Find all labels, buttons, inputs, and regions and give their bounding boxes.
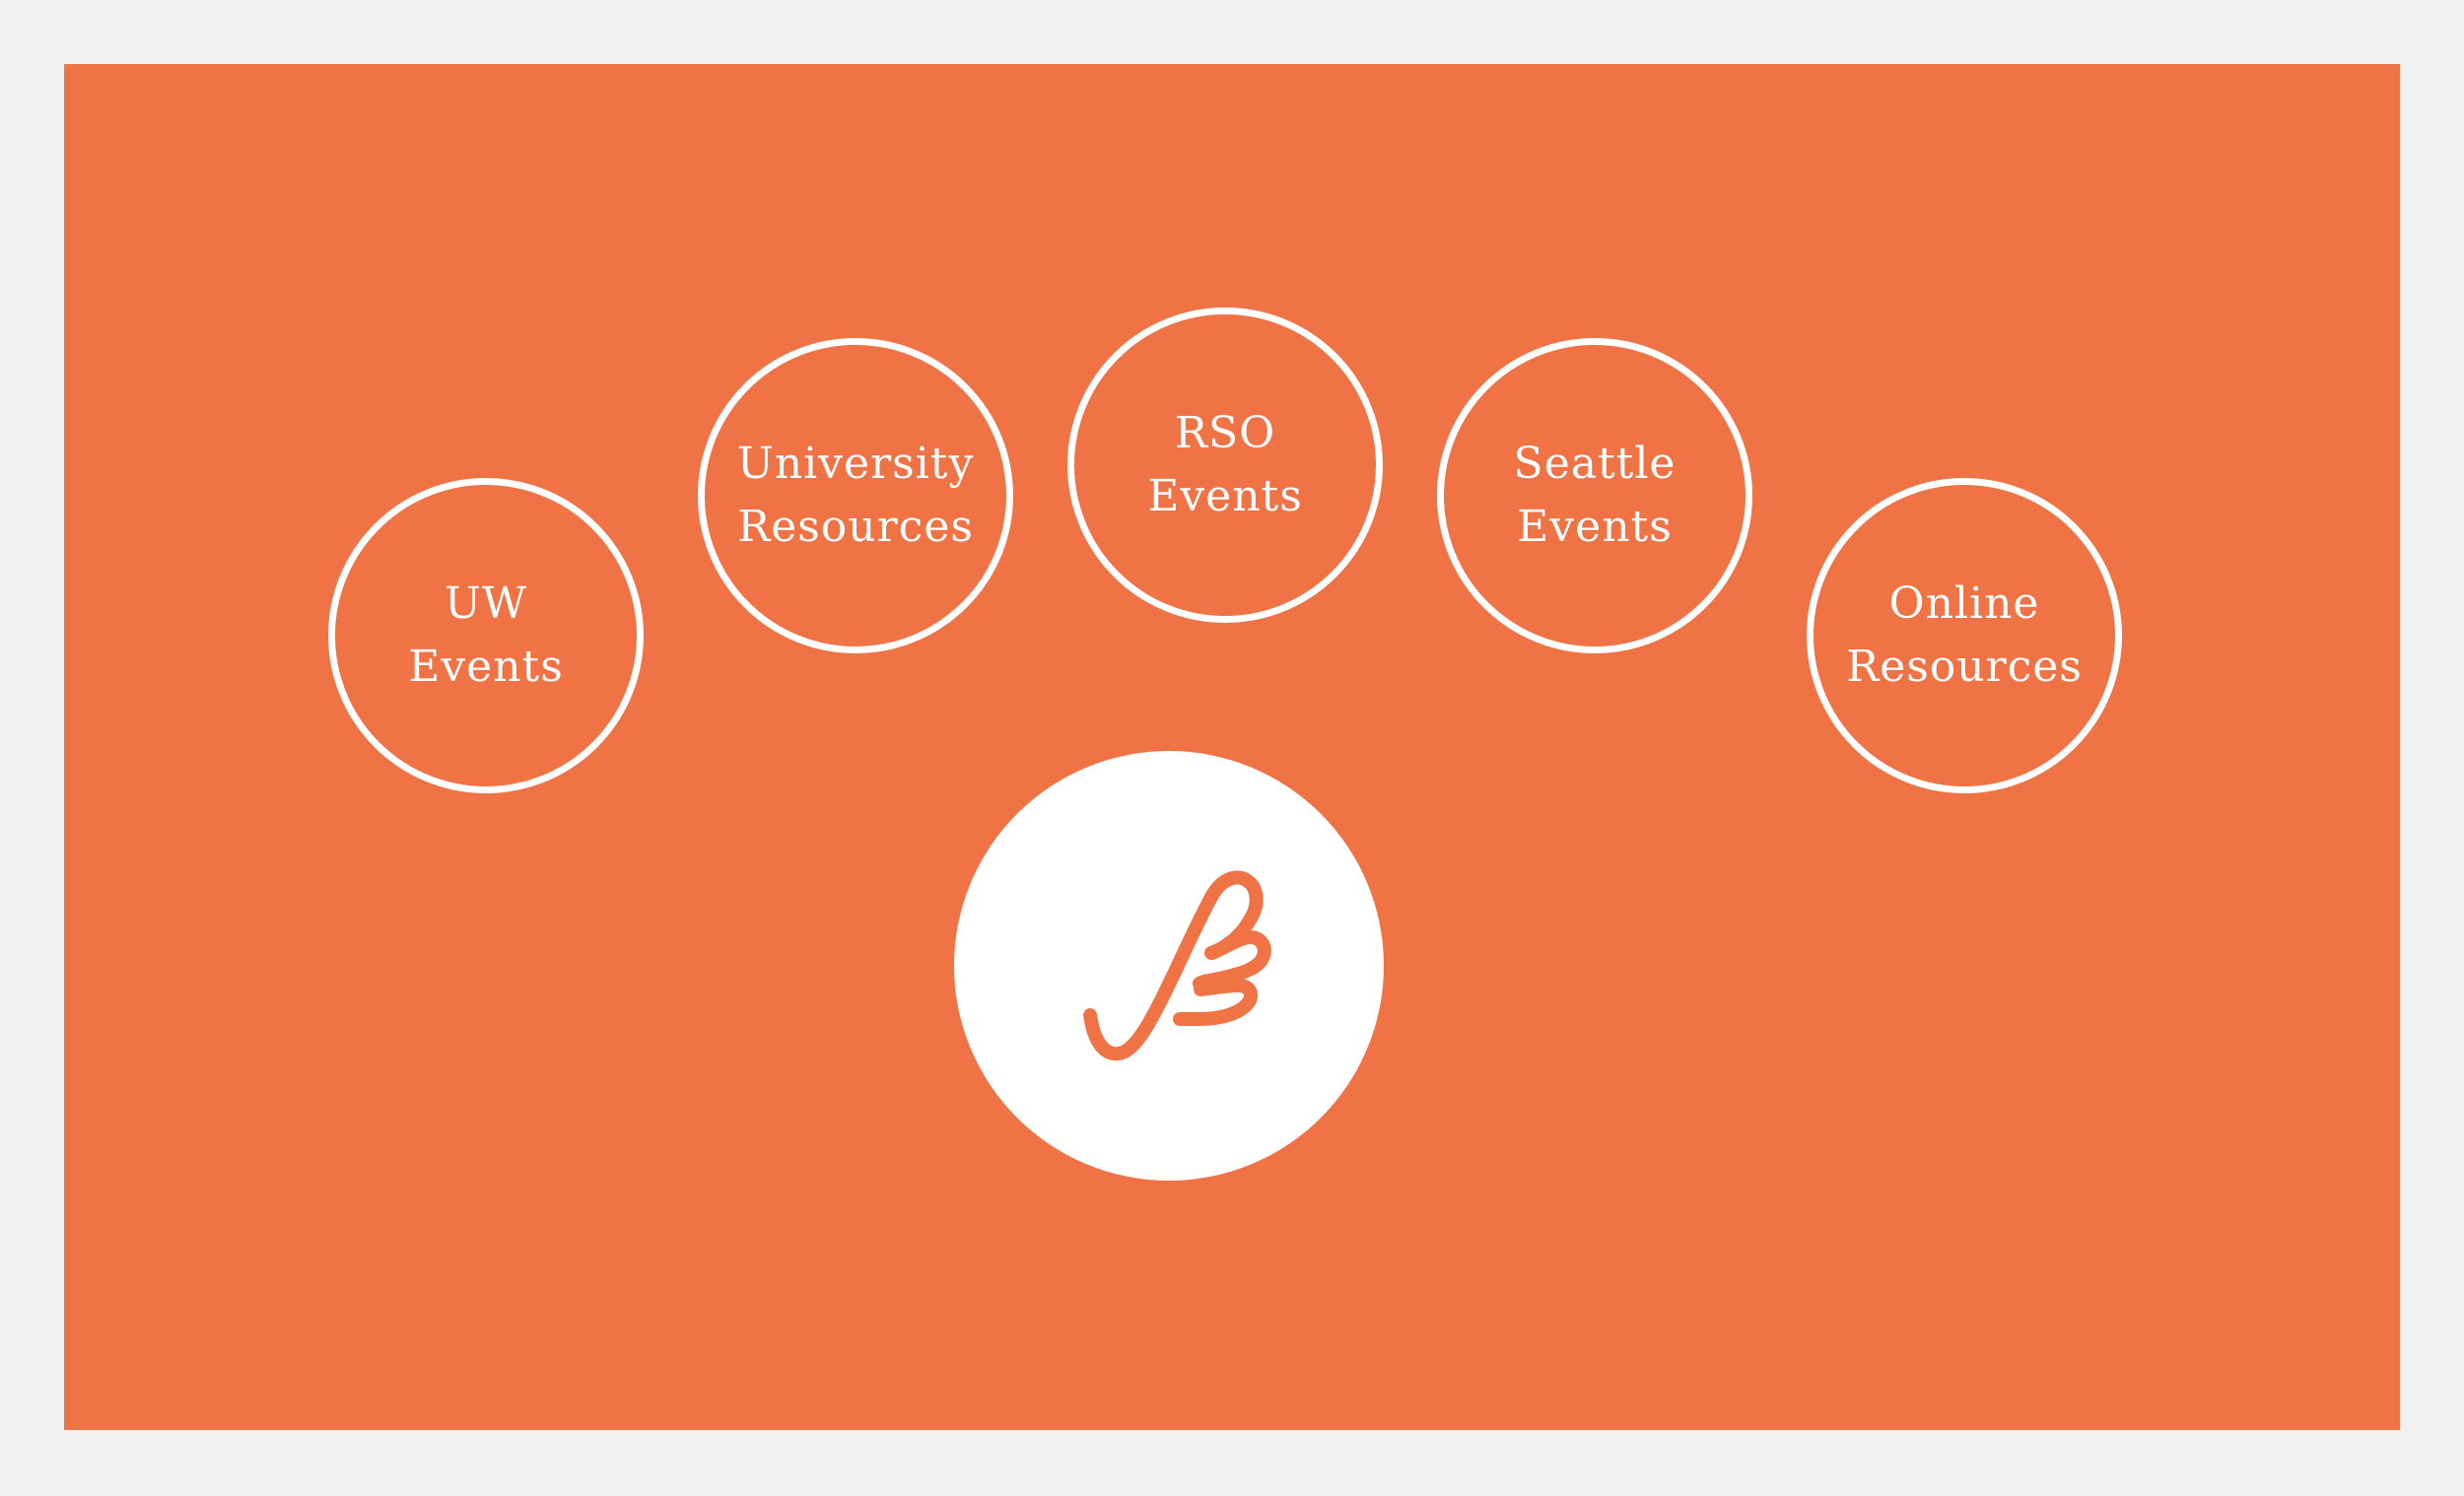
- node-label-line-2: Events: [408, 642, 564, 692]
- node-label: UW Events: [408, 573, 564, 699]
- node-label: Seattle Events: [1514, 433, 1677, 559]
- node-label: Online Resources: [1846, 573, 2083, 699]
- hub-logo: [954, 751, 1384, 1181]
- node-seattle-events: Seattle Events: [1437, 338, 1752, 653]
- node-label-line-2: Resources: [737, 502, 974, 552]
- node-label-line-2: Resources: [1846, 642, 2083, 692]
- node-label-line-2: Events: [1517, 502, 1673, 552]
- node-label-line-1: UW: [444, 578, 528, 629]
- node-university-resources: University Resources: [698, 338, 1013, 653]
- node-online-resources: Online Resources: [1807, 478, 2122, 793]
- node-uw-events: UW Events: [328, 478, 644, 793]
- node-label: RSO Events: [1147, 402, 1303, 528]
- node-label-line-1: University: [736, 439, 975, 489]
- node-label-line-1: RSO: [1174, 408, 1276, 458]
- diagram-panel: UW Events University Resources RSO Event…: [64, 64, 2400, 1430]
- node-label-line-2: Events: [1147, 471, 1303, 521]
- node-label: University Resources: [737, 433, 975, 559]
- node-rso-events: RSO Events: [1067, 307, 1383, 623]
- node-label-line-1: Online: [1888, 578, 2040, 629]
- node-label-line-1: Seattle: [1513, 439, 1677, 489]
- script-b-logo-icon: [1083, 870, 1271, 1061]
